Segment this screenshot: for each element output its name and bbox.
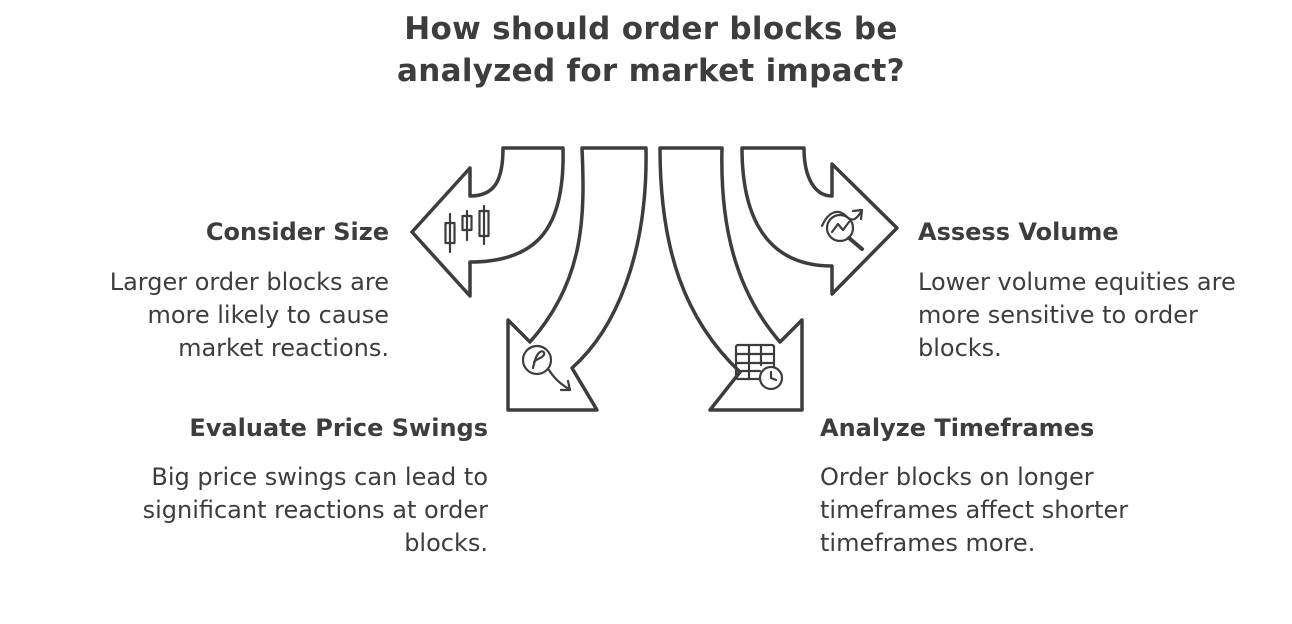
evaluate-price-swings-text: Big price swings can lead to significant… [142, 463, 488, 557]
analyze-timeframes-heading: Analyze Timeframes [820, 414, 1095, 442]
evaluate-price-swings-heading: Evaluate Price Swings [189, 414, 488, 442]
assess-volume-text: Lower volume equities are more sensitive… [918, 268, 1236, 362]
assess-volume-heading: Assess Volume [918, 218, 1119, 246]
consider-size-text: Larger order blocks are more likely to c… [109, 268, 389, 362]
analyze-timeframes-text: Order blocks on longer timeframes affect… [820, 463, 1129, 557]
arrow-evaluate-price-swings [506, 146, 648, 412]
volume-analysis-icon [820, 208, 864, 251]
calendar-clock-icon [734, 343, 784, 391]
arrow-assess-volume [740, 146, 899, 296]
candlestick-icon [444, 204, 490, 254]
diagram-title: How should order blocks be analyzed for … [397, 11, 905, 89]
consider-size-heading: Consider Size [205, 218, 389, 246]
price-swing-icon [521, 344, 572, 392]
